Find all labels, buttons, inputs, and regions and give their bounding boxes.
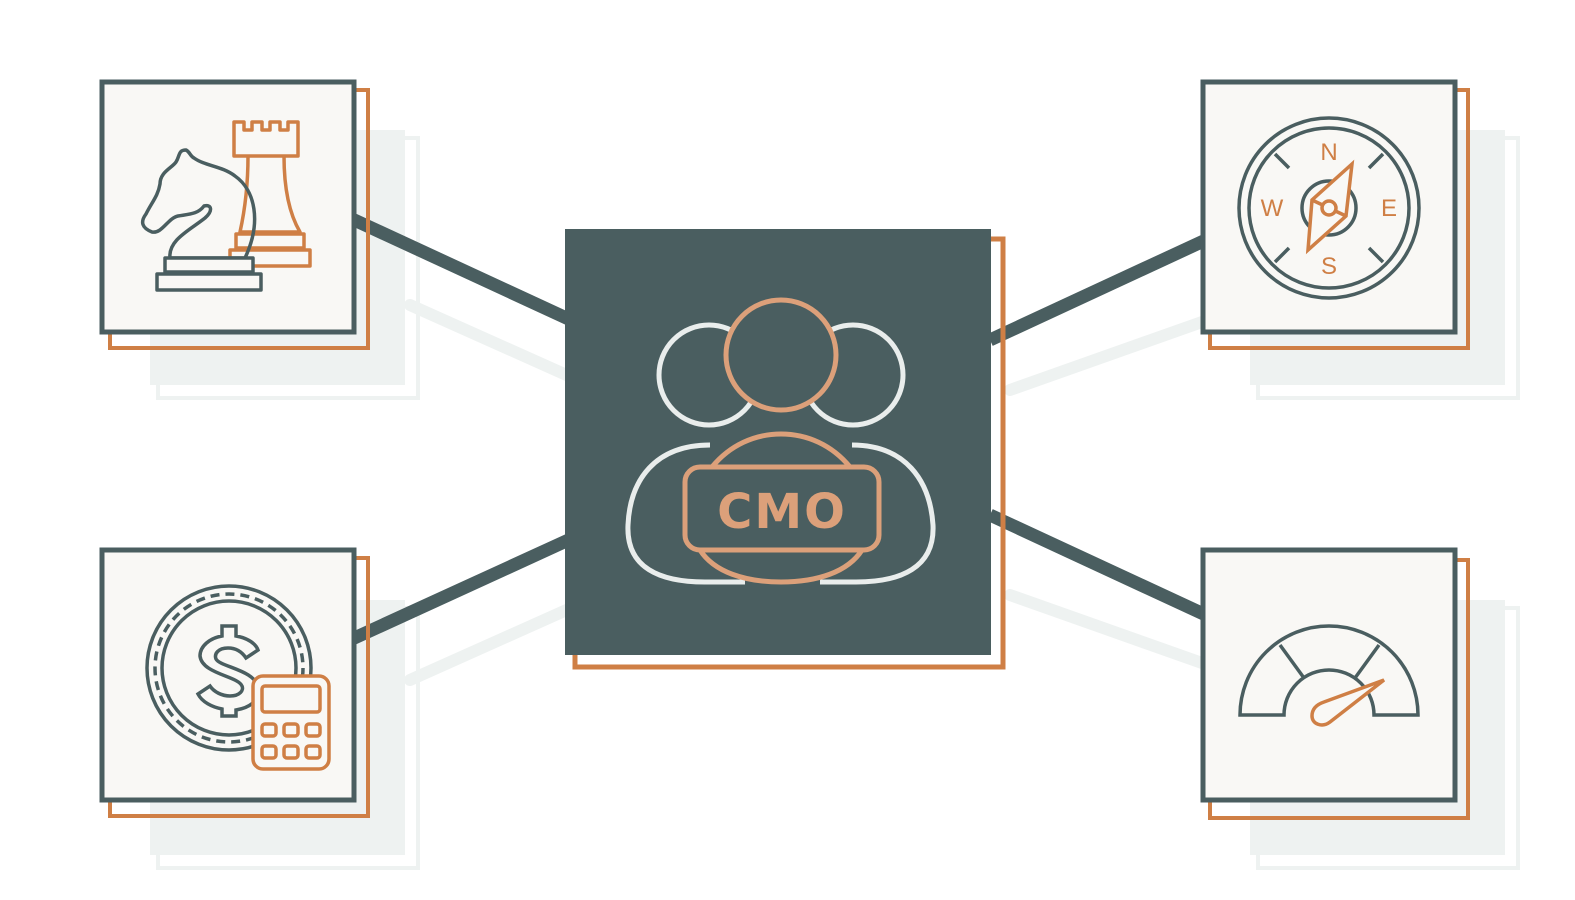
compass-west-label: W — [1261, 195, 1284, 222]
compass-south-label: S — [1321, 253, 1337, 280]
connector-performance — [987, 509, 1213, 623]
compass-icon — [1237, 116, 1421, 300]
chess-knight-rook-icon — [140, 120, 312, 292]
tile-budget — [99, 547, 370, 818]
tile-direction: N E S W — [1200, 79, 1470, 350]
compass-labels: N E S W — [1261, 139, 1397, 280]
speedometer-gauge-icon — [1238, 624, 1420, 727]
connectors — [347, 212, 1213, 646]
connector-direction — [987, 232, 1213, 346]
cmo-label: CMO — [717, 484, 847, 540]
center-cmo-tile: CMO — [565, 229, 1006, 670]
tile-performance — [1200, 547, 1470, 820]
compass-east-label: E — [1381, 195, 1397, 222]
connector-budget — [347, 531, 578, 646]
team-people-icon — [625, 297, 936, 585]
tile-strategy — [99, 79, 370, 350]
coin-calculator-icon — [145, 584, 331, 771]
compass-north-label: N — [1320, 139, 1337, 166]
connector-strategy — [347, 212, 578, 328]
